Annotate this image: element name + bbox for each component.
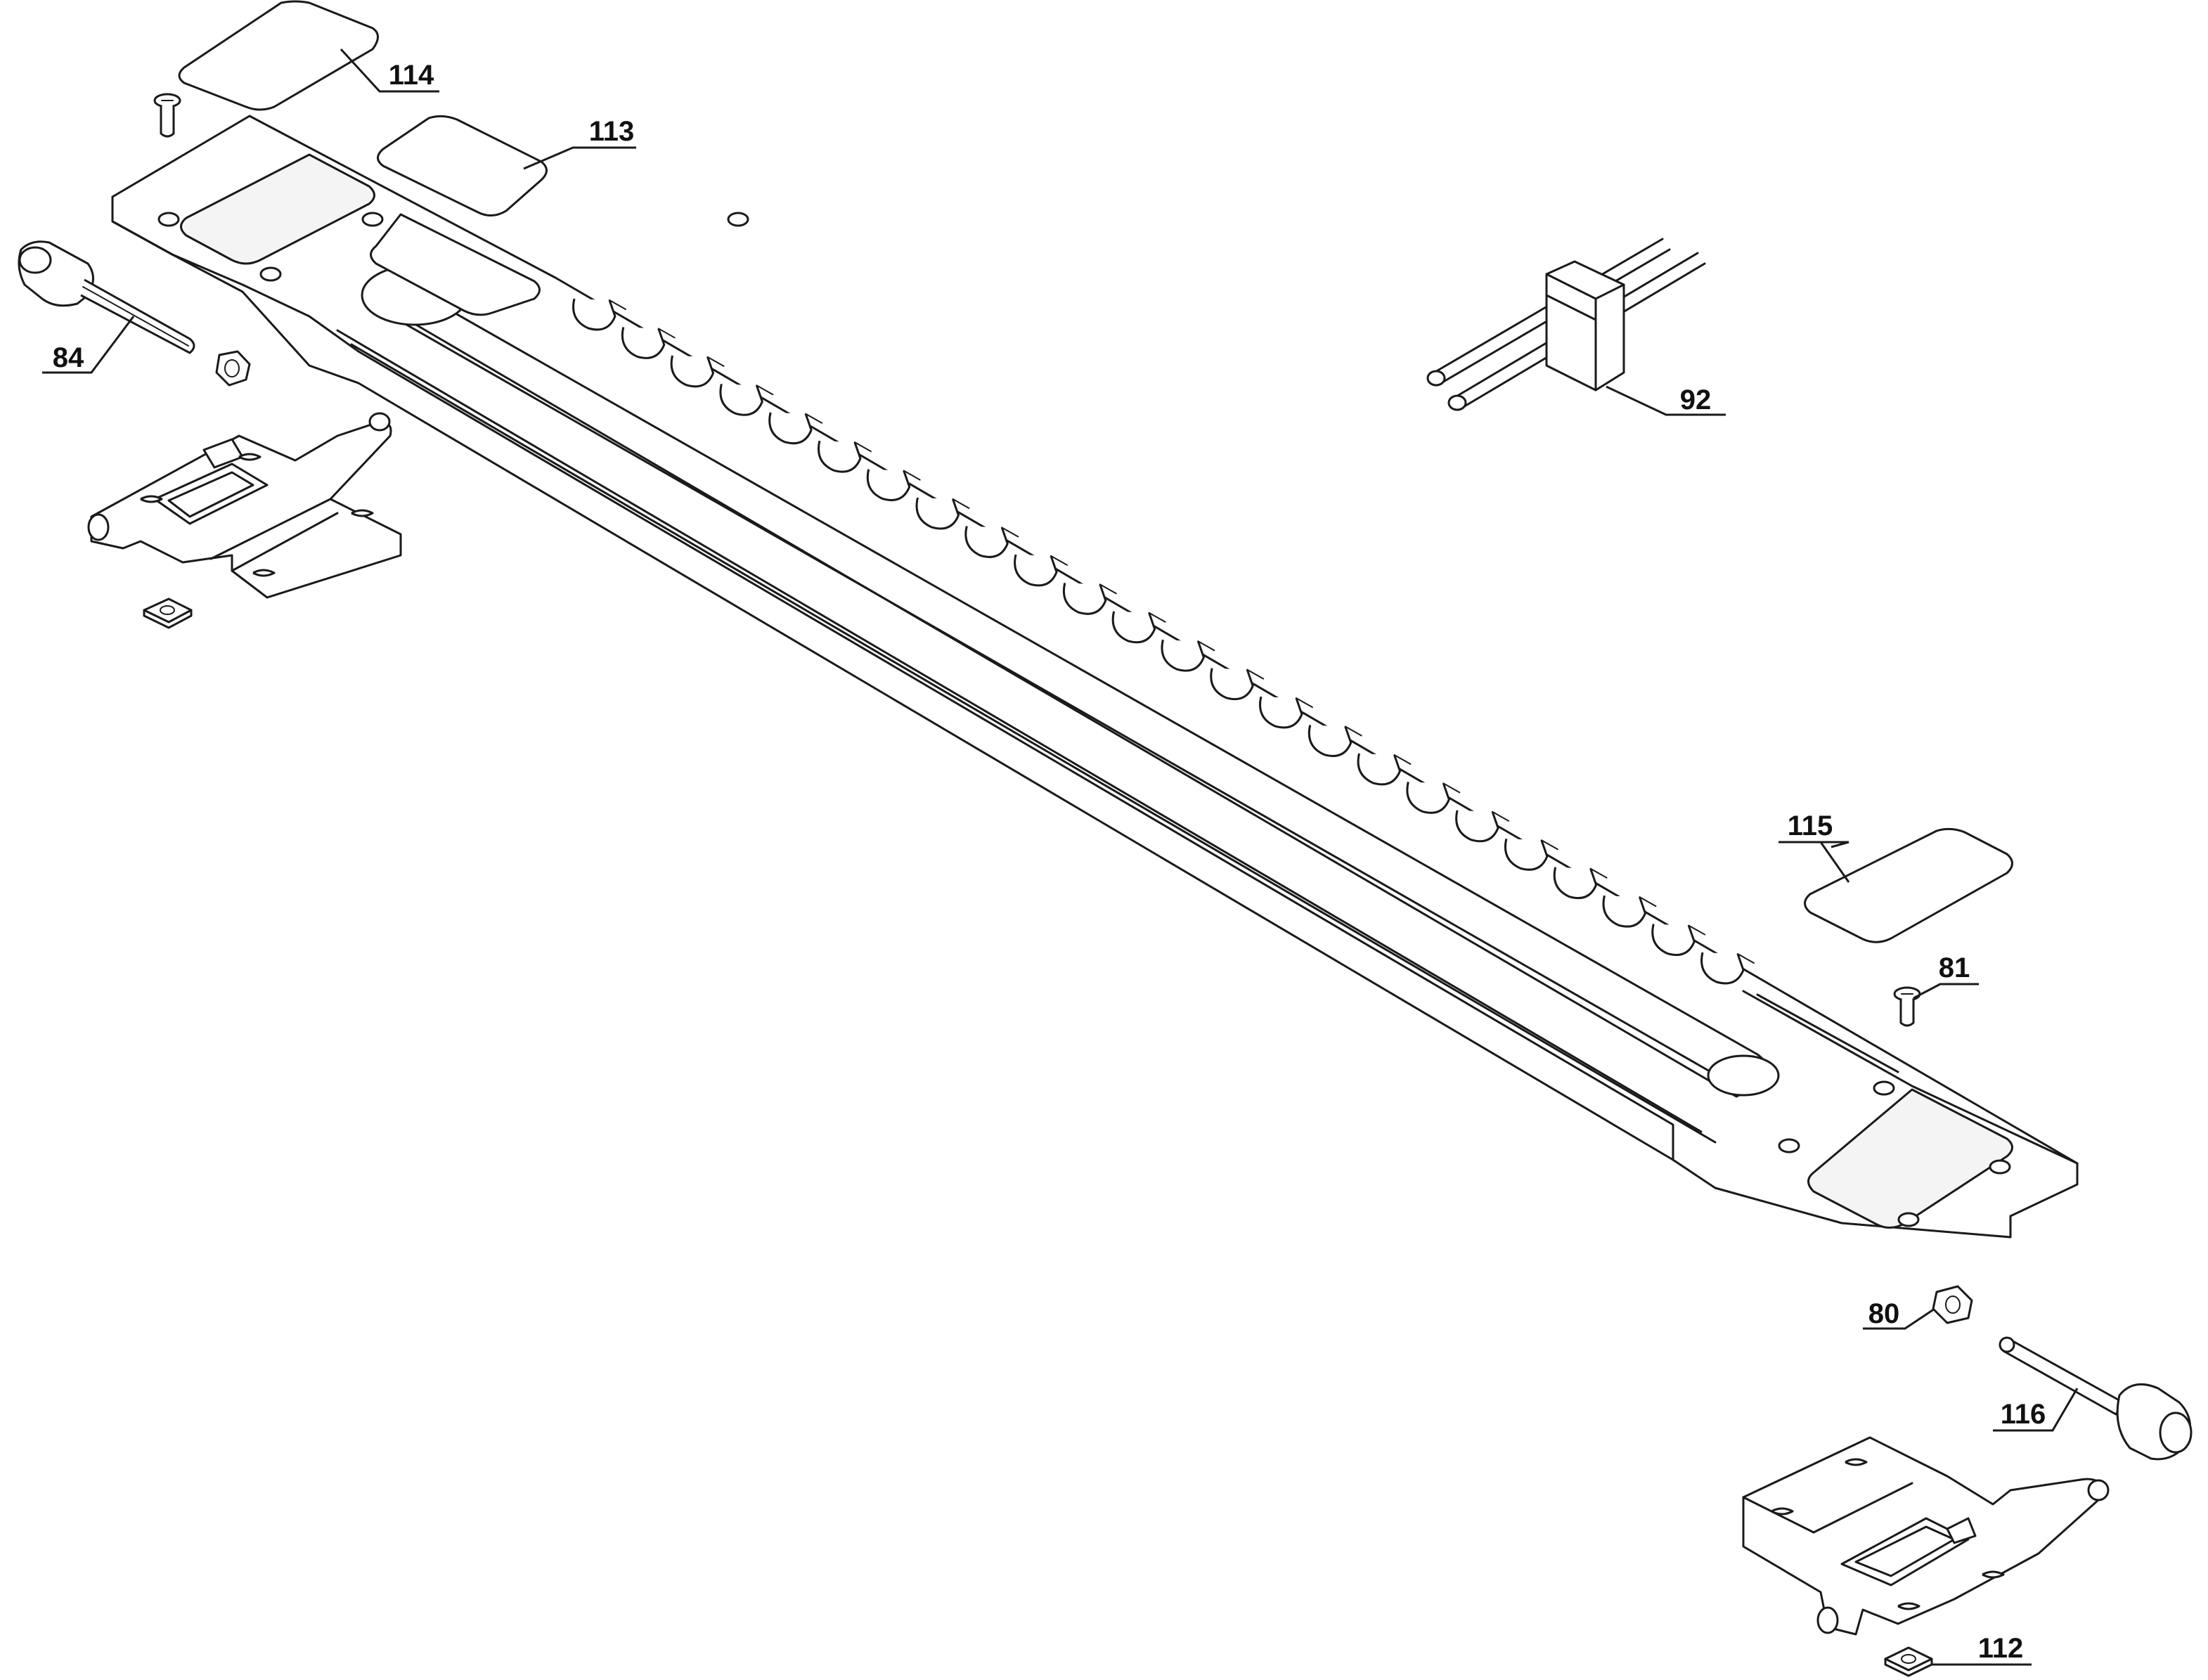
finger-slot-edge bbox=[1589, 867, 1608, 879]
part-84-knob-pin bbox=[18, 240, 195, 354]
finger-slot bbox=[670, 355, 715, 388]
finger-slot-edge bbox=[756, 385, 774, 396]
finger-slot-edge bbox=[1639, 896, 1657, 907]
finger-slot bbox=[1111, 611, 1156, 644]
callout-leaders bbox=[42, 48, 2079, 1666]
nut-left bbox=[215, 350, 251, 387]
callout-label-116: 116 bbox=[2001, 1399, 2046, 1430]
finger-slot bbox=[1455, 810, 1499, 843]
callout-labels: 114 113 84 92 115 81 80 116 112 bbox=[53, 60, 2046, 1664]
part-81-screw bbox=[1893, 986, 1921, 1027]
part-113-label-plate bbox=[377, 115, 548, 217]
callout-label-113: 113 bbox=[589, 116, 635, 147]
finger-slot-edge bbox=[1540, 839, 1558, 851]
finger-slot-edge bbox=[903, 470, 921, 481]
finger-slot-edge bbox=[1099, 583, 1117, 595]
finger-slot-edge bbox=[609, 299, 626, 310]
callout-label-112: 112 bbox=[1978, 1633, 2024, 1664]
finger-slot bbox=[572, 298, 616, 331]
finger-slot bbox=[915, 497, 960, 530]
callout-label-84: 84 bbox=[53, 342, 84, 373]
part-116-knob-pin bbox=[1999, 1336, 2193, 1461]
template-finger-slots bbox=[572, 298, 1755, 985]
finger-slot bbox=[1357, 753, 1402, 786]
finger-slot-edge bbox=[1197, 640, 1215, 652]
finger-slot bbox=[1700, 952, 1745, 985]
part-112-square-nut bbox=[1884, 1646, 1933, 1677]
finger-slot-edge bbox=[706, 356, 725, 367]
part-clamp-bracket-left bbox=[87, 412, 402, 599]
finger-slot bbox=[1259, 696, 1303, 729]
finger-slot-edge bbox=[1344, 725, 1362, 737]
finger-slot-edge bbox=[1688, 924, 1706, 936]
finger-slot-edge bbox=[1737, 953, 1755, 964]
part-114-label-plate bbox=[178, 0, 379, 111]
finger-slot bbox=[1014, 554, 1058, 587]
part-template-bar bbox=[111, 115, 2079, 1239]
part-clamp-bracket-right bbox=[1742, 1436, 2110, 1636]
callout-label-81: 81 bbox=[1939, 952, 1970, 983]
finger-slot bbox=[866, 469, 911, 502]
finger-slot bbox=[1504, 838, 1549, 871]
finger-slot-edge bbox=[1001, 526, 1019, 538]
finger-slot bbox=[1602, 895, 1646, 928]
finger-slot-edge bbox=[1050, 555, 1069, 566]
finger-slot-edge bbox=[657, 328, 676, 339]
part-115-label-plate bbox=[1804, 827, 2013, 943]
finger-slot-edge bbox=[1492, 810, 1510, 822]
finger-slot bbox=[1161, 639, 1205, 672]
finger-slot-edge bbox=[1246, 668, 1265, 680]
part-80-nut bbox=[1932, 1285, 1973, 1324]
finger-slot bbox=[1210, 668, 1254, 701]
callout-label-115: 115 bbox=[1788, 810, 1833, 841]
finger-slot bbox=[719, 383, 763, 416]
finger-slot bbox=[768, 412, 813, 445]
callout-label-92: 92 bbox=[1680, 385, 1712, 415]
finger-slot bbox=[964, 526, 1009, 558]
finger-slot bbox=[818, 440, 862, 473]
finger-slot bbox=[1651, 924, 1696, 957]
finger-slot-edge bbox=[1393, 754, 1412, 765]
finger-slot-edge bbox=[952, 498, 970, 510]
finger-slot bbox=[1062, 583, 1107, 615]
finger-slot-edge bbox=[1148, 612, 1166, 623]
square-nut-left bbox=[143, 597, 193, 629]
finger-slot bbox=[621, 327, 666, 359]
part-92-guide-block bbox=[1426, 238, 1706, 411]
finger-slot bbox=[1406, 782, 1450, 814]
finger-slot bbox=[1308, 725, 1352, 757]
finger-slot bbox=[1553, 867, 1598, 900]
finger-slot-edge bbox=[805, 413, 823, 424]
callout-label-114: 114 bbox=[389, 60, 434, 91]
finger-slot-edge bbox=[853, 441, 872, 453]
callout-label-80: 80 bbox=[1868, 1298, 1900, 1329]
finger-slot-edge bbox=[1442, 782, 1461, 794]
screw-top-left bbox=[153, 93, 181, 138]
finger-slot-edge bbox=[1295, 697, 1313, 709]
